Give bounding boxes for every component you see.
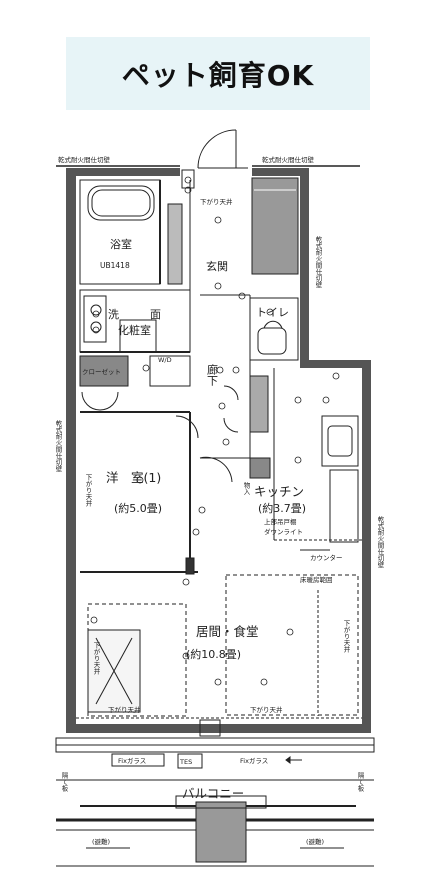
kitchen-label: キッチン — [254, 484, 304, 499]
storage-label-2: 物入 — [242, 481, 250, 496]
living-label: 居間・食堂 — [196, 624, 259, 639]
floor-heating-label: 床暖房範囲 — [300, 575, 333, 584]
balcony-label: バルコニー — [182, 786, 244, 801]
washroom-label-2: 面 — [150, 308, 161, 321]
fix-glass-right: Fixガラス — [240, 756, 268, 765]
bottom-ceiling-right: 下がり天井 — [250, 705, 283, 714]
wall-label-right-upper: 乾式耐火間仕切壁 — [314, 235, 322, 288]
living-ceiling-left: 下がり天井 — [92, 642, 100, 676]
western-room-label: 洋 室(1) — [106, 470, 161, 485]
wall-label-right-lower: 乾式耐火間仕切壁 — [376, 515, 384, 569]
void-left: (避難) — [92, 837, 110, 846]
living-size: (約10.8畳) — [186, 647, 241, 661]
washroom-label-3: 化粧室 — [118, 323, 151, 337]
fix-glass-left: Fixガラス — [118, 756, 146, 765]
kitchen-note-2: ダウンライト — [264, 527, 303, 536]
floor-plan: 乾式耐火間仕切壁 乾式耐火間仕切壁 下がり天井 乾式耐火間仕切壁 乾式耐火間仕切… — [54, 129, 384, 867]
wall-label-top-right: 乾式耐火間仕切壁 — [262, 155, 315, 164]
tes-label: TES — [179, 758, 192, 766]
washroom-label-1: 洗 — [108, 308, 119, 321]
bath-label: 浴室 — [110, 237, 132, 251]
pet-ok-banner: ペット飼育OK — [66, 37, 370, 110]
western-room-size: (約5.0畳) — [114, 501, 162, 515]
bath-unit-label: UB1418 — [100, 261, 130, 270]
wall-label-left: 乾式耐火間仕切壁 — [54, 419, 62, 473]
toilet-label: トイレ — [256, 306, 289, 319]
hall-label: 廊下 — [206, 363, 219, 387]
closet-label: クローゼット — [82, 367, 121, 376]
wall-label-top-left: 乾式耐火間仕切壁 — [58, 155, 111, 164]
kitchen-size: (約3.7畳) — [258, 501, 306, 515]
partition-left: 隔て板 — [60, 771, 68, 793]
counter-label: カウンター — [310, 553, 343, 562]
kitchen-note-1: 上部吊戸棚 — [264, 517, 297, 526]
lowered-ceiling-top: 下がり天井 — [200, 197, 233, 206]
partition-right: 隔て板 — [356, 771, 364, 793]
banner-text: ペット飼育OK — [121, 58, 315, 92]
western-ceiling-label: 下がり天井 — [84, 474, 92, 508]
void-right: (避難) — [306, 837, 324, 846]
bottom-ceiling-left: 下がり天井 — [108, 705, 141, 714]
wd-label: W/D — [158, 356, 172, 364]
entrance-label: 玄関 — [206, 259, 228, 273]
living-ceiling-right: 下がり天井 — [342, 620, 350, 654]
